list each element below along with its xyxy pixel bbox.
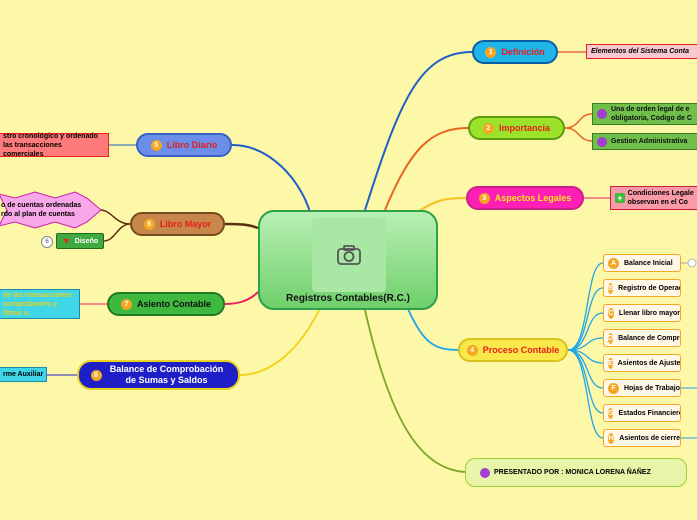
branch-balance-comprobacion[interactable]: 8 Balance de Comprobación de Sumas y Sal… bbox=[77, 360, 240, 390]
branch-libro-mayor[interactable]: 6 Libro Mayor bbox=[130, 212, 225, 236]
importancia-detail1-text: Una de orden legal de e obligatoria, Cod… bbox=[611, 106, 692, 122]
purple-dot-icon bbox=[597, 109, 607, 119]
definicion-detail-text: Elementos del Sistema Conta bbox=[591, 48, 690, 55]
number-badge-icon: 1 bbox=[485, 46, 497, 58]
letter-badge-icon: A bbox=[608, 257, 619, 269]
branch-asiento-contable[interactable]: 7 Asiento Contable bbox=[107, 292, 225, 316]
letter-badge-icon: G bbox=[608, 407, 614, 419]
diseno-node[interactable]: ▼ Diseño bbox=[56, 233, 104, 249]
branch-proceso-contable[interactable]: 4 Proceso Contable bbox=[458, 338, 568, 362]
proceso-step-label: Asientos de cierre bbox=[619, 434, 680, 442]
definicion-detail[interactable]: Elementos del Sistema Conta bbox=[586, 44, 697, 59]
mayor-label: Libro Mayor bbox=[159, 219, 212, 229]
purple-dot-icon bbox=[480, 467, 490, 478]
definicion-label: Definición bbox=[501, 47, 545, 57]
purple-dot-icon bbox=[597, 136, 607, 147]
number-badge-icon: 6 bbox=[143, 218, 155, 230]
starburst-shape bbox=[0, 191, 102, 229]
diario-label: Libro Diario bbox=[166, 140, 218, 150]
number-badge-icon: 8 bbox=[90, 369, 102, 381]
extra-count-text: 6 bbox=[45, 239, 49, 245]
proceso-step-label: Hojas de Trabajo bbox=[623, 384, 680, 392]
proceso-step-label: Balance Inicial bbox=[624, 259, 673, 267]
letter-badge-icon: F bbox=[608, 382, 619, 394]
proceso-step[interactable]: A Balance Inicial bbox=[603, 254, 681, 272]
mayor-extra-count[interactable]: 6 bbox=[41, 236, 53, 248]
mayor-detail[interactable]: o de cuentas ordenadas rdo al plan de cu… bbox=[0, 190, 103, 230]
mayor-detail-text: o de cuentas ordenadas rdo al plan de cu… bbox=[1, 202, 82, 218]
proceso-step[interactable]: D Balance de Comprob bbox=[603, 329, 681, 347]
letter-badge-icon: E bbox=[608, 357, 613, 369]
proceso-step-label: Balance de Comprob bbox=[618, 334, 680, 342]
aspectos-detail-text: Condiciones Legale observan en el Co bbox=[627, 190, 694, 206]
proceso-step[interactable]: G Estados Financieros bbox=[603, 404, 681, 422]
number-badge-icon: 5 bbox=[150, 139, 162, 151]
importancia-detail2-text: Gestion Administrativa bbox=[611, 138, 688, 145]
proceso-step[interactable]: F Hojas de Trabajo bbox=[603, 379, 681, 397]
camera-icon bbox=[312, 218, 386, 292]
diseno-label: Diseño bbox=[74, 237, 99, 245]
aspectos-label: Aspectos Legales bbox=[494, 193, 572, 203]
number-badge-icon: 3 bbox=[478, 192, 490, 204]
proceso-step-label: Registro de Operacio bbox=[618, 284, 680, 292]
letter-badge-icon: D bbox=[608, 332, 614, 344]
importancia-detail-gestion[interactable]: Gestion Administrativa bbox=[592, 133, 697, 150]
aspectos-detail[interactable]: + Condiciones Legale observan en el Co bbox=[610, 186, 697, 210]
asiento-label: Asiento Contable bbox=[136, 299, 211, 309]
number-badge-icon: 4 bbox=[466, 344, 478, 356]
proceso-step-label: Asientos de Ajuste bbox=[617, 359, 681, 367]
proceso-step-label: Estados Financieros bbox=[618, 409, 681, 417]
number-badge-icon: 7 bbox=[120, 298, 132, 310]
author-node[interactable]: PRESENTADO POR : MONICA LORENA ÑAÑEZ bbox=[465, 458, 687, 487]
map-pin-icon: ▼ bbox=[61, 236, 71, 246]
central-title: Registros Contables(R.C.) bbox=[286, 293, 410, 304]
branch-aspectos-legales[interactable]: 3 Aspectos Legales bbox=[466, 186, 584, 210]
diario-detail-text: stro cronológico y ordenado las transacc… bbox=[3, 132, 98, 158]
central-topic[interactable]: Registros Contables(R.C.) bbox=[258, 210, 438, 310]
proceso-label: Proceso Contable bbox=[482, 345, 560, 355]
importancia-detail-legal[interactable]: Una de orden legal de e obligatoria, Cod… bbox=[592, 103, 697, 125]
asiento-detail-text: de las transacciones comprobantes y libr… bbox=[3, 291, 72, 317]
branch-libro-diario[interactable]: 5 Libro Diario bbox=[136, 133, 232, 157]
letter-badge-icon: C bbox=[608, 307, 614, 319]
proceso-step[interactable]: B Registro de Operacio bbox=[603, 279, 681, 297]
branch-definicion[interactable]: 1 Definición bbox=[472, 40, 558, 64]
author-label: PRESENTADO POR : MONICA LORENA ÑAÑEZ bbox=[494, 469, 651, 476]
proceso-step[interactable]: C Llenar libro mayor bbox=[603, 304, 681, 322]
number-badge-icon: 2 bbox=[482, 122, 494, 134]
branch-importancia[interactable]: 2 Importancia bbox=[468, 116, 565, 140]
plus-icon: + bbox=[615, 193, 625, 203]
proceso-step[interactable]: E Asientos de Ajuste bbox=[603, 354, 681, 372]
proceso-step-label: Llenar libro mayor bbox=[618, 309, 680, 317]
letter-badge-icon: H bbox=[608, 432, 615, 444]
importancia-label: Importancia bbox=[498, 123, 550, 133]
proceso-step[interactable]: H Asientos de cierre bbox=[603, 429, 681, 447]
balance-detail-text: rme Auxiliar bbox=[3, 371, 44, 378]
diario-detail[interactable]: stro cronológico y ordenado las transacc… bbox=[0, 132, 109, 158]
balance-label: Balance de Comprobación de Sumas y Saldo… bbox=[109, 364, 224, 385]
balance-detail[interactable]: rme Auxiliar bbox=[0, 367, 47, 382]
letter-badge-icon: B bbox=[608, 282, 614, 294]
asiento-detail[interactable]: de las transacciones comprobantes y libr… bbox=[0, 289, 80, 319]
